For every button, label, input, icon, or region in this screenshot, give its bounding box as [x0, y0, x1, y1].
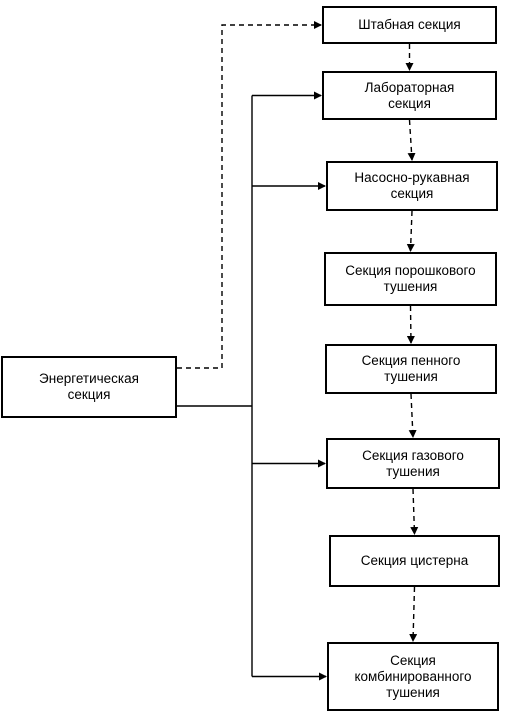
laboratory-section-box: Лабораторная секция: [322, 71, 497, 120]
dashed-link-pump-to-powder: [406, 210, 415, 252]
combined-extinguishing-section-box: Секция комбинированного тушения: [327, 642, 499, 711]
dashed-link-tank-to-combined: [409, 586, 418, 642]
dashed-link-foam-to-gas: [408, 393, 417, 438]
staff-section-box: Штабная секция: [322, 6, 497, 44]
powder-extinguishing-section-box: Секция порошкового тушения: [324, 252, 497, 306]
tank-section-box: Секция цистерна: [329, 535, 500, 587]
dashed-link-gas-to-tank: [410, 488, 419, 535]
dashed-link-energy-to-staff: [177, 21, 322, 369]
energy-section-box: Энергетическая секция: [1, 356, 177, 418]
foam-extinguishing-section-box: Секция пенного тушения: [325, 344, 497, 394]
pump-hose-section-box: Насосно-рукавная секция: [326, 161, 498, 211]
dashed-link-powder-to-foam: [406, 305, 415, 344]
dashed-link-lab-to-pump: [407, 119, 416, 161]
gas-extinguishing-section-box: Секция газового тушения: [326, 438, 500, 489]
